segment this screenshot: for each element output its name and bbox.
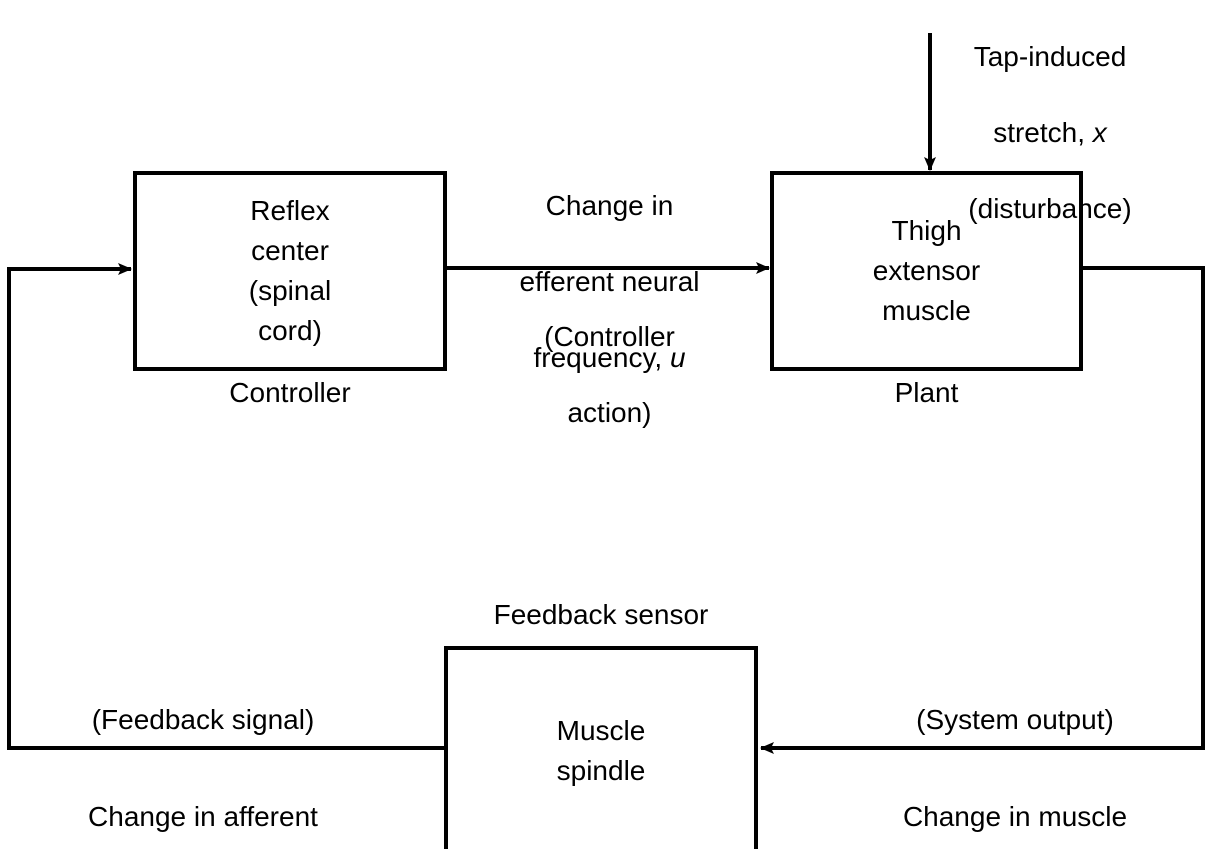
controller-action-label: Change in efferent neural frequency, u [497, 149, 722, 377]
feedback-variable-label: Change in afferent neural frequency, z [38, 760, 368, 849]
controller-action-sub1: (Controller [544, 321, 675, 352]
controller-action-line3-prefix: frequency, [533, 342, 670, 373]
disturbance-line2-prefix: stretch, [993, 117, 1093, 148]
feedback-line1: Change in afferent [88, 801, 318, 832]
controller-action-sublabel: (Controller action) [497, 280, 722, 432]
block-controller-caption: Controller [229, 377, 351, 408]
disturbance-variable: x [1092, 117, 1107, 148]
block-plant-text: Thigh extensor muscle [872, 215, 981, 326]
block-plant[interactable]: Thigh extensor muscle [770, 171, 1083, 371]
block-muscle-spindle-caption: Feedback sensor [493, 599, 709, 630]
controller-action-sub2: action) [567, 397, 652, 428]
controller-action-line1: Change in [545, 190, 674, 221]
system-output-variable-label: Change in muscle spindle length, y [850, 760, 1180, 849]
controller-action-variable: u [669, 342, 686, 373]
controller-action-line2: efferent neural [519, 266, 700, 297]
system-output-label: (System output) [916, 704, 1114, 735]
disturbance-line3: (disturbance) [968, 193, 1132, 224]
feedback-signal-label: (Feedback signal) [91, 704, 315, 735]
block-muscle-spindle[interactable]: Muscle spindle [444, 646, 758, 849]
block-controller[interactable]: Reflex center (spinal cord) [133, 171, 447, 371]
disturbance-line1: Tap-induced [973, 41, 1127, 72]
system-output-line1: Change in muscle [902, 801, 1128, 832]
disturbance-label: Tap-induced stretch, x (disturbance) [930, 0, 1170, 228]
block-controller-text: Reflex center (spinal cord) [248, 195, 332, 346]
block-plant-caption: Plant [894, 377, 959, 408]
block-muscle-spindle-text: Muscle spindle [556, 715, 646, 786]
